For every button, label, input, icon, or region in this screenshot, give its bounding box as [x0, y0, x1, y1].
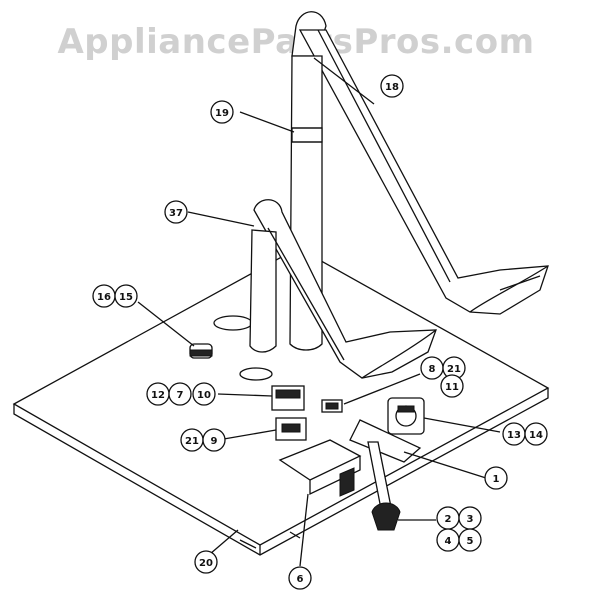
svg-text:9: 9 [211, 436, 218, 447]
callout-12: 12 [146, 382, 170, 406]
base-plate [12, 247, 550, 556]
svg-text:21: 21 [447, 364, 461, 375]
callout-10: 10 [192, 382, 216, 406]
mounting-bracket [278, 439, 362, 497]
callout-5: 5 [458, 528, 482, 552]
bracket-part [275, 417, 307, 441]
svg-text:11: 11 [445, 382, 459, 393]
callout-19: 19 [210, 100, 234, 124]
svg-text:18: 18 [385, 82, 399, 93]
callout-6: 6 [288, 566, 312, 590]
callout-20: 20 [194, 550, 218, 574]
lower-duct [249, 199, 437, 379]
callout-9: 9 [202, 428, 226, 452]
callout-4: 4 [436, 528, 460, 552]
svg-text:14: 14 [529, 430, 543, 441]
svg-text:6: 6 [297, 574, 304, 585]
svg-text:4: 4 [445, 536, 452, 547]
svg-text:8: 8 [429, 364, 436, 375]
callout-21b: 21 [180, 428, 204, 452]
svg-text:12: 12 [151, 390, 165, 401]
actuator-stem [367, 441, 401, 531]
tube-coupling [291, 127, 323, 143]
svg-text:19: 19 [215, 108, 229, 119]
callout-2: 2 [436, 506, 460, 530]
leader-lines [137, 57, 501, 567]
callout-37: 37 [164, 200, 188, 224]
callout-7: 7 [168, 382, 192, 406]
svg-text:20: 20 [199, 558, 213, 569]
svg-text:21: 21 [185, 436, 199, 447]
svg-text:16: 16 [97, 292, 111, 303]
svg-text:7: 7 [177, 390, 184, 401]
switch-part [271, 385, 305, 411]
svg-text:10: 10 [197, 390, 211, 401]
svg-text:13: 13 [507, 430, 521, 441]
plate-hole [213, 315, 253, 331]
valve-assembly [349, 397, 425, 463]
callout-14: 14 [524, 422, 548, 446]
callout-13: 13 [502, 422, 526, 446]
callout-16: 16 [92, 284, 116, 308]
callout-1: 1 [484, 466, 508, 490]
svg-text:37: 37 [169, 208, 183, 219]
svg-text:2: 2 [445, 514, 452, 525]
clamp-part [189, 343, 213, 359]
svg-text:3: 3 [467, 514, 474, 525]
callout-18: 18 [380, 74, 404, 98]
callout-15: 15 [114, 284, 138, 308]
callout-11: 11 [440, 374, 464, 398]
svg-text:15: 15 [119, 292, 133, 303]
small-connector [321, 399, 343, 413]
upper-duct [289, 11, 549, 351]
svg-text:1: 1 [493, 474, 500, 485]
callout-3: 3 [458, 506, 482, 530]
plate-hole-2 [239, 367, 273, 381]
svg-text:5: 5 [467, 536, 474, 547]
callout-8a: 8 [420, 356, 444, 380]
